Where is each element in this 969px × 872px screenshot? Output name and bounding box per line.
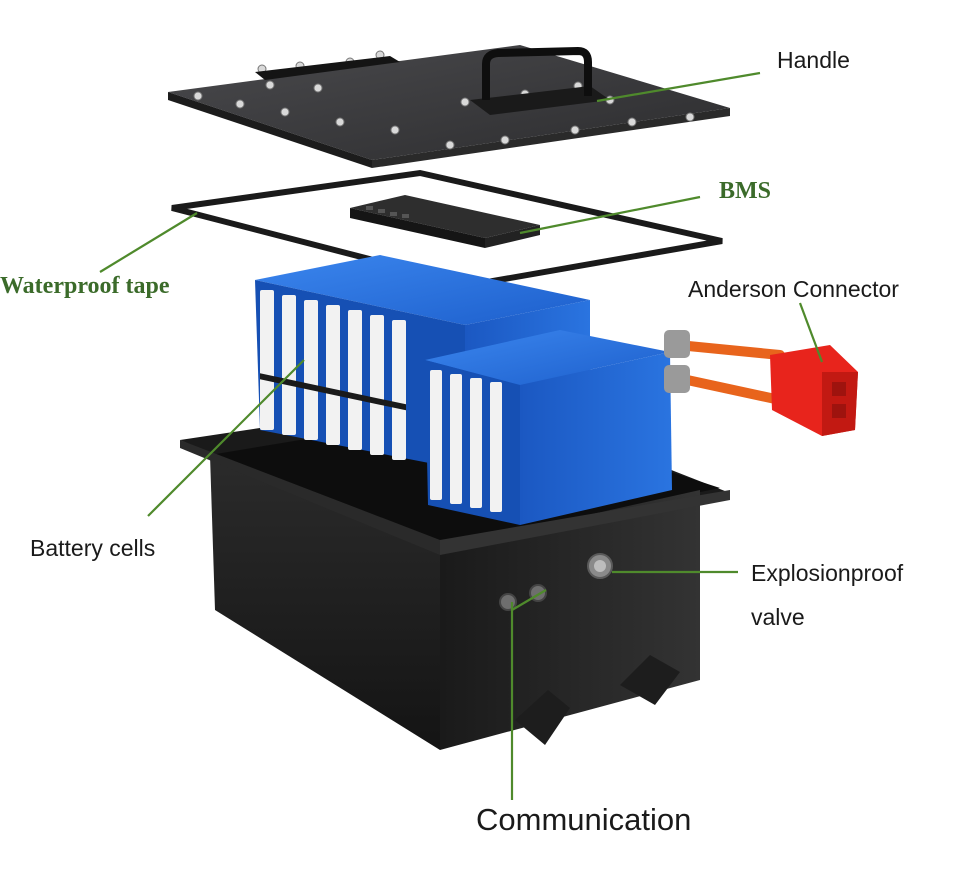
label-waterproof-tape: Waterproof tape [0, 273, 170, 299]
leader-battery-cells [147, 359, 305, 517]
leader-bms [519, 195, 701, 235]
label-anderson-connector: Anderson Connector [688, 276, 899, 302]
label-handle: Handle [777, 47, 850, 73]
label-communication: Communication [476, 802, 692, 837]
box-feet [515, 655, 680, 745]
bms-board [350, 195, 540, 248]
lid [168, 45, 730, 168]
leader-anderson [798, 302, 824, 363]
handle-icon [482, 47, 592, 100]
label-bms: BMS [719, 178, 772, 204]
label-explosionproof-line2: valve [751, 604, 805, 630]
leader-waterproof [99, 212, 198, 273]
leader-lines [99, 71, 824, 800]
anderson-connector-cable [664, 330, 785, 405]
label-explosionproof-line1: Explosionproof [751, 560, 904, 586]
label-battery-cells: Battery cells [30, 535, 156, 561]
leader-communication-2 [511, 589, 547, 611]
leader-handle [596, 71, 761, 103]
battery-cells [255, 255, 858, 525]
explosionproof-valve-icon [587, 553, 613, 579]
anderson-connector-icon [770, 345, 858, 436]
